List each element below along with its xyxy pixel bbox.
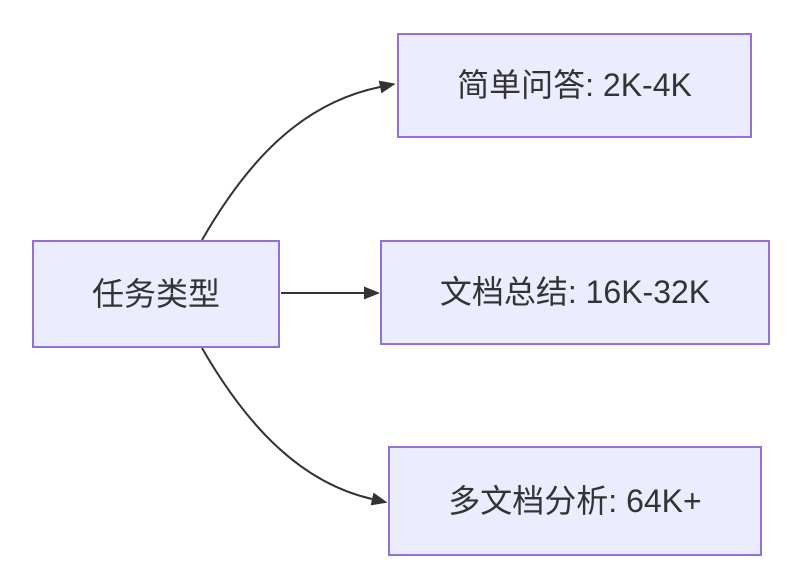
node-multi-doc-analysis: 多文档分析: 64K+ bbox=[388, 446, 762, 556]
node-simple-qa: 简单问答: 2K-4K bbox=[397, 33, 752, 138]
node-task-type: 任务类型 bbox=[32, 240, 280, 348]
node-doc-summary-label: 文档总结: 16K-32K bbox=[439, 274, 711, 311]
edge-root-to-simple-qa bbox=[201, 80, 396, 241]
node-task-type-label: 任务类型 bbox=[91, 275, 220, 312]
node-simple-qa-label: 简单问答: 2K-4K bbox=[457, 67, 692, 104]
node-multi-doc-analysis-label: 多文档分析: 64K+ bbox=[448, 482, 702, 519]
edge-root-to-multi-doc bbox=[201, 347, 388, 506]
node-doc-summary: 文档总结: 16K-32K bbox=[380, 240, 770, 345]
